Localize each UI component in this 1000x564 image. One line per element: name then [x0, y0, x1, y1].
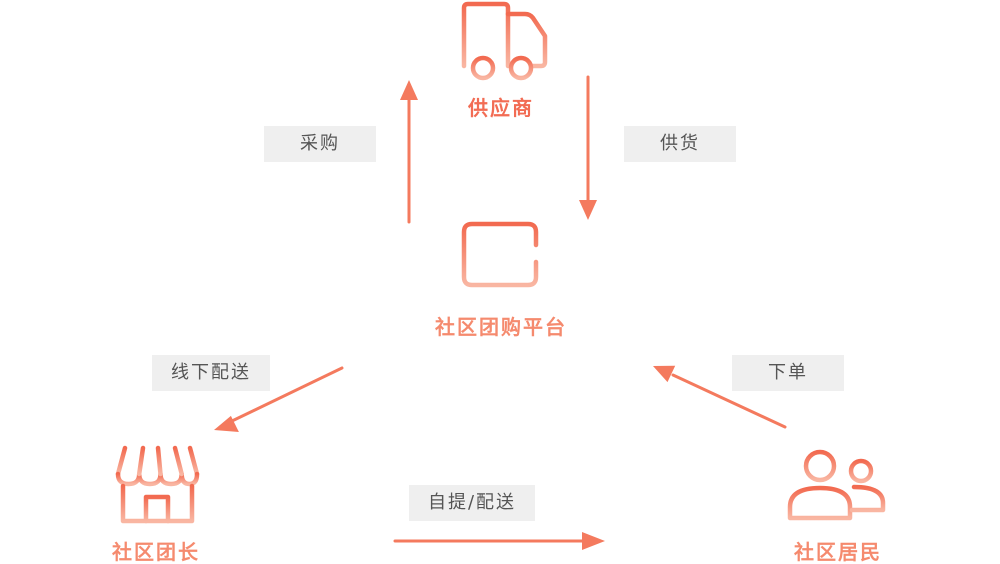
- node-label-supplier: 供应商: [468, 96, 534, 120]
- truck-icon: [461, 1, 548, 81]
- edge-label-pickup-delivery: 自提/配送: [409, 485, 535, 521]
- arrowhead-offline-delivery: [214, 415, 239, 432]
- arrowhead-purchase: [400, 80, 418, 100]
- edge-label-purchase: 采购: [264, 126, 376, 162]
- node-label-leader: 社区团长: [112, 540, 200, 564]
- arrow-order: [671, 373, 787, 429]
- arrowhead-order: [653, 365, 676, 383]
- users-icon: [787, 449, 886, 521]
- arrowhead-pickup-delivery: [582, 532, 605, 550]
- storefront-icon: [115, 445, 200, 524]
- node-label-platform: 社区团购平台: [435, 315, 567, 339]
- edge-label-order: 下单: [732, 355, 844, 391]
- edge-label-offline-delivery: 线下配送: [152, 355, 270, 391]
- arrowhead-supply: [579, 200, 597, 220]
- monitor-icon: [457, 221, 543, 304]
- edge-label-supply: 供货: [624, 126, 736, 162]
- node-label-residents: 社区居民: [794, 540, 882, 564]
- arrow-offline-delivery: [230, 366, 344, 423]
